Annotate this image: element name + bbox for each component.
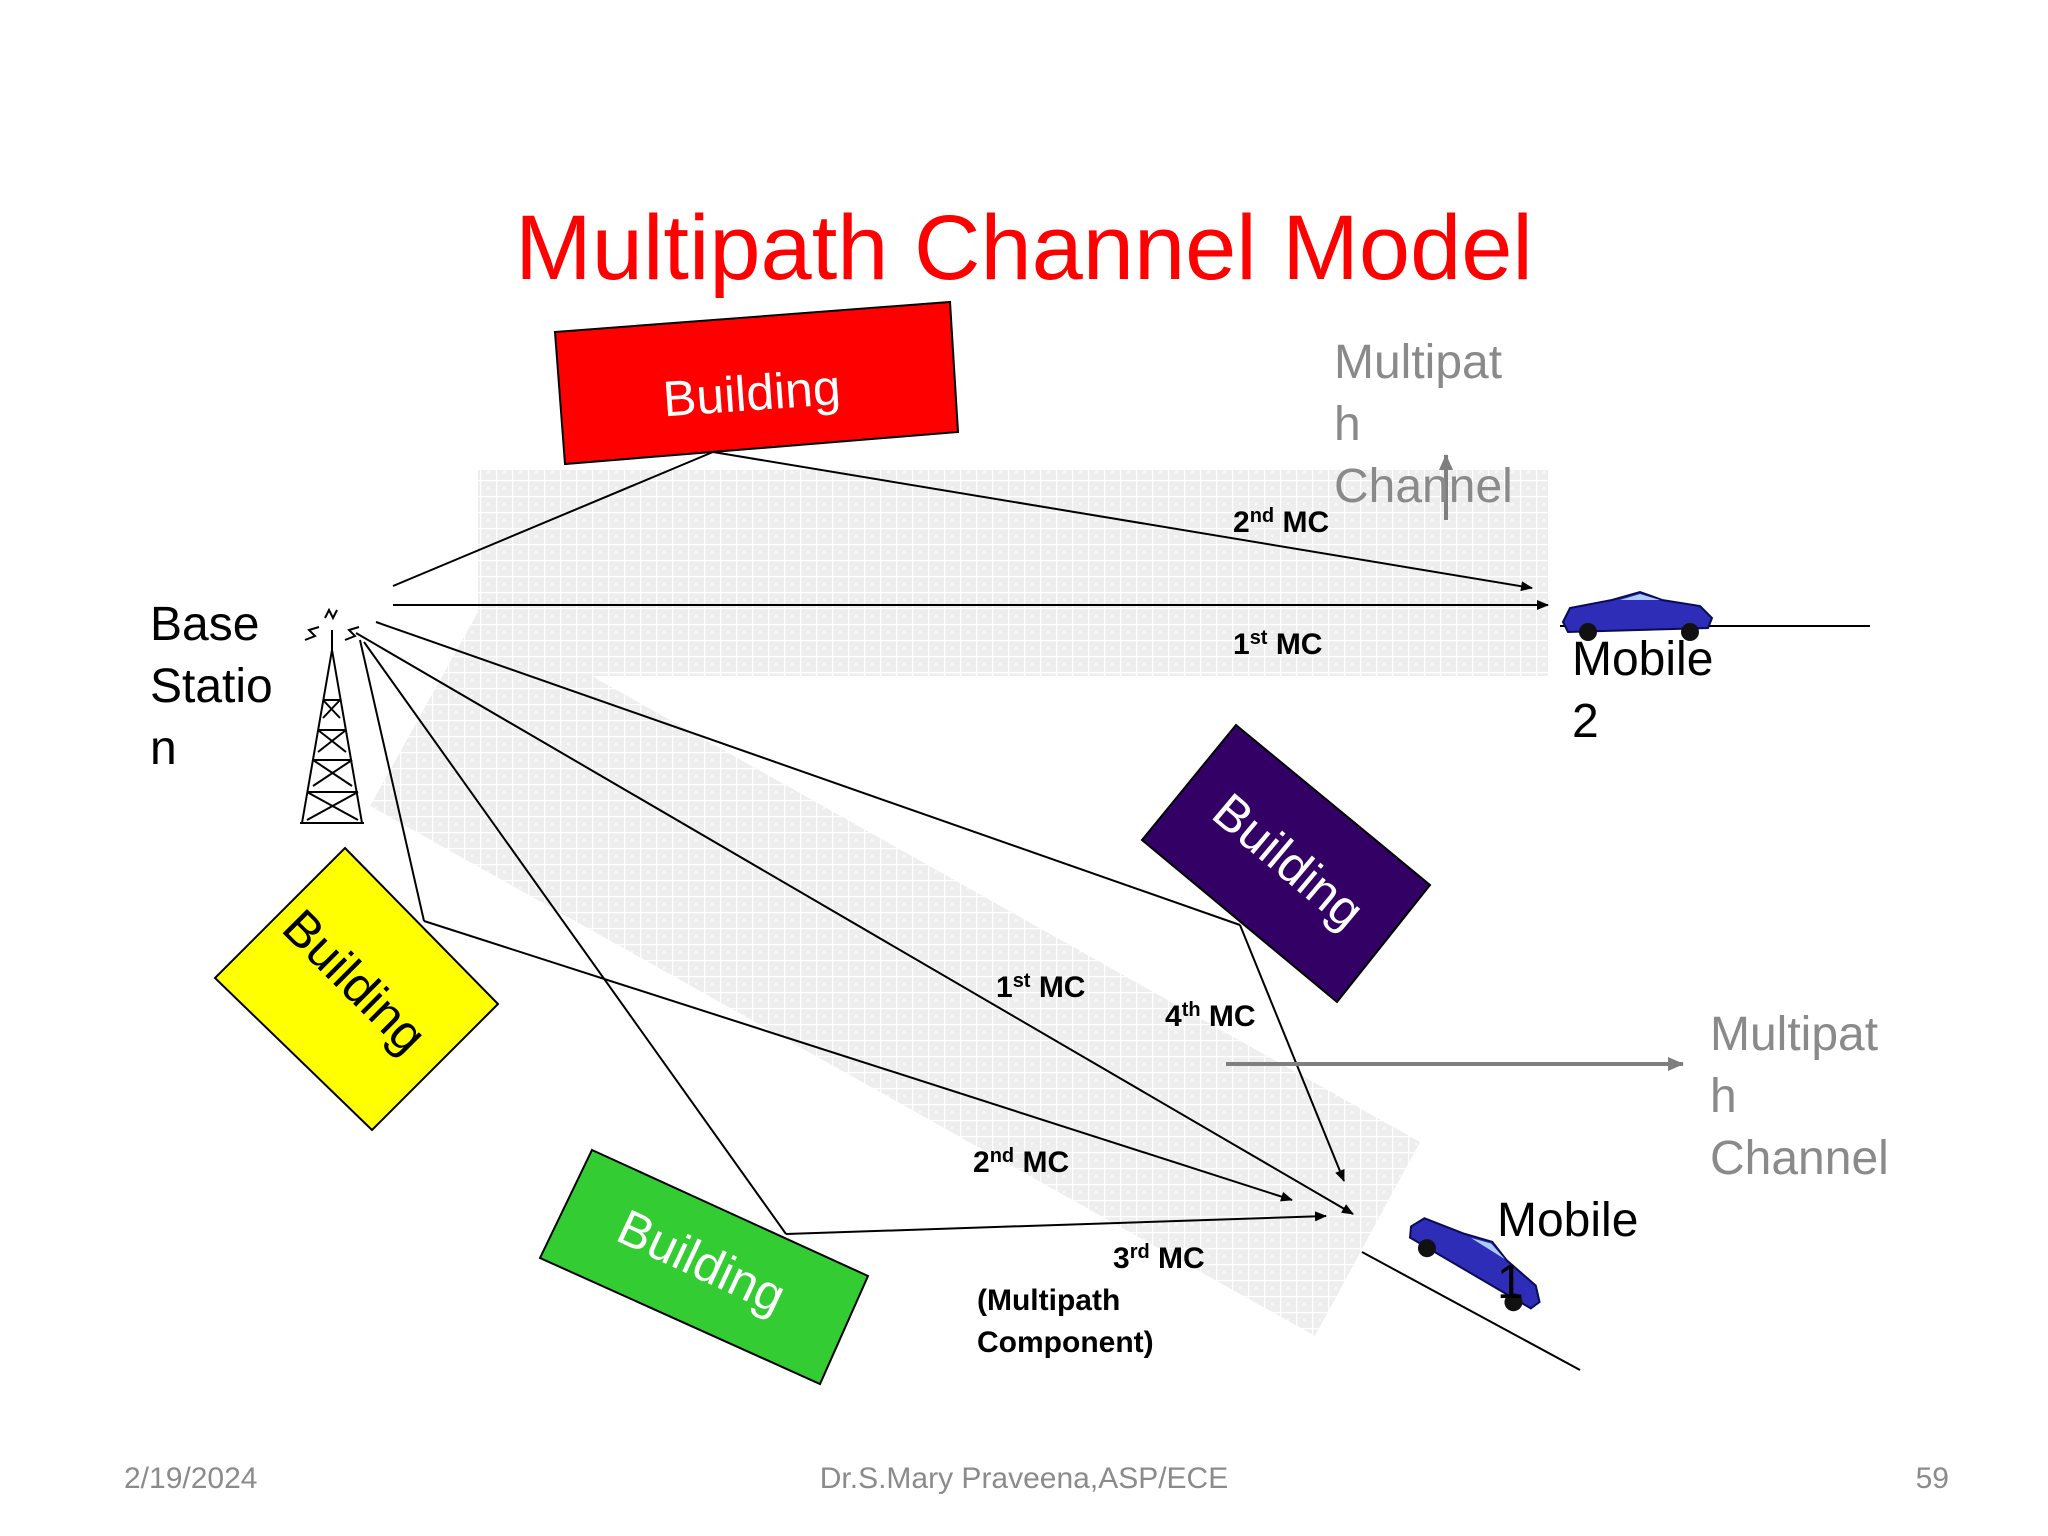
footer-date: 2/19/2024 bbox=[124, 1462, 258, 1495]
upper-channel-band bbox=[478, 470, 1548, 676]
car-icon-mobile-2 bbox=[1561, 590, 1714, 641]
building-red: Building bbox=[553, 300, 960, 466]
slide-title: Multipath Channel Model bbox=[515, 197, 1533, 299]
building-green: Building bbox=[538, 1148, 870, 1386]
footer-page-number: 59 bbox=[1915, 1462, 1949, 1495]
lower-channel-band bbox=[370, 612, 1420, 1336]
mc-label-upper-2nd: 2nd MC bbox=[1233, 505, 1329, 539]
footer-author: Dr.S.Mary Praveena,ASP/ECE bbox=[819, 1462, 1229, 1495]
building-red-label: Building bbox=[661, 359, 842, 427]
tower-icon bbox=[300, 607, 364, 824]
signal-paths bbox=[355, 451, 1870, 1371]
mc-label-lower-4th: 4th MC bbox=[1165, 999, 1256, 1033]
mc-label-lower-1st: 1st MC bbox=[996, 970, 1085, 1004]
building-yellow: Building bbox=[213, 846, 500, 1132]
mc-label-upper-1st: 1st MC bbox=[1233, 627, 1322, 661]
mc-label-lower-2nd: 2nd MC bbox=[973, 1145, 1069, 1179]
mc-label-lower-3rd: 3rd MC bbox=[1113, 1241, 1205, 1275]
building-purple: Building bbox=[1140, 723, 1432, 1004]
car-icon-mobile-1 bbox=[1408, 1217, 1541, 1312]
